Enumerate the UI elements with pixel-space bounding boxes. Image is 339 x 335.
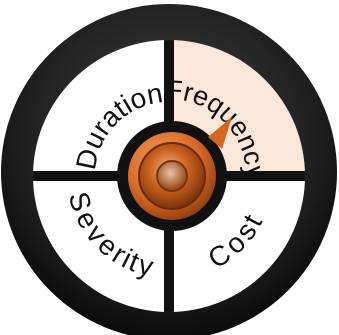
pointer-arrow [208,117,232,149]
knob-cap [156,160,188,192]
